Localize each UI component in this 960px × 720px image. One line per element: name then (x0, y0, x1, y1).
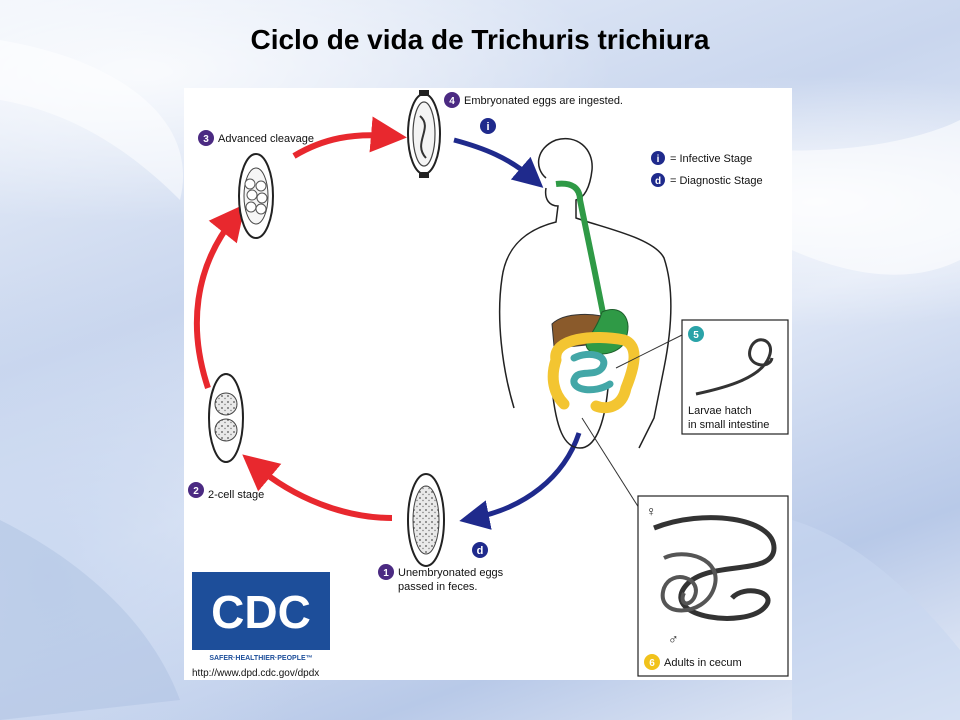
svg-text:2: 2 (193, 486, 199, 497)
svg-text:1: 1 (383, 568, 389, 579)
svg-text:CDC: CDC (211, 586, 311, 638)
cdc-url: http://www.dpd.cdc.gov/dpdx (192, 668, 319, 679)
svg-text:5: 5 (693, 330, 699, 341)
step-5-box: 5 Larvae hatch in small intestine (681, 319, 789, 435)
lifecycle-svg: i = Infective Stage d = Diagnostic Stage… (188, 90, 789, 679)
cdc-logo: CDC SAFER·HEALTHIER·PEOPLE™ http://www.d… (192, 572, 330, 679)
legend: i = Infective Stage d = Diagnostic Stage (651, 151, 763, 187)
arrow-3-to-4 (292, 116, 407, 159)
step-1-label: 1 Unembryonated eggs passed in feces. (378, 564, 504, 593)
legend-diagnostic-label: = Diagnostic Stage (670, 175, 763, 187)
svg-text:Adults in cecum: Adults in cecum (664, 657, 742, 669)
human-figure (498, 137, 672, 449)
esophagus (555, 180, 607, 319)
marker-diagnostic: d (472, 542, 488, 558)
legend-infective-symbol: i (657, 154, 660, 165)
svg-text:d: d (477, 545, 484, 557)
arrow-1-to-2 (242, 454, 393, 521)
svg-text:2-cell stage: 2-cell stage (208, 489, 264, 501)
female-symbol: ♀ (646, 503, 657, 519)
svg-text:SAFER·HEALTHIER·PEOPLE™: SAFER·HEALTHIER·PEOPLE™ (209, 655, 312, 662)
step-3-label: 3 Advanced cleavage (198, 130, 314, 146)
small-intestine (570, 350, 614, 394)
large-intestine (547, 332, 640, 414)
larva (695, 338, 774, 396)
svg-text:in small intestine: in small intestine (688, 419, 769, 431)
slide-title: Ciclo de vida de Trichuris trichiura (250, 24, 710, 55)
svg-text:Unembryonated eggs: Unembryonated eggs (398, 567, 504, 579)
egg-embryonated (407, 90, 441, 178)
egg-2-cell (208, 373, 244, 463)
marker-infective: i (480, 118, 496, 134)
legend-infective-label: = Infective Stage (670, 153, 752, 165)
arrow-excretion (459, 432, 582, 530)
arrow-ingestion (453, 137, 544, 188)
legend-diagnostic-symbol: d (655, 176, 661, 187)
egg-advanced-cleavage (238, 153, 274, 239)
adult-worm-male (660, 552, 718, 613)
adult-worm-female (653, 515, 777, 621)
male-symbol: ♂ (668, 631, 679, 647)
svg-text:Embryonated eggs are ingested.: Embryonated eggs are ingested. (464, 95, 623, 107)
svg-text:passed in feces.: passed in feces. (398, 581, 478, 593)
step-6-box: ♀ ♂ 6 Adults in cecum (637, 495, 789, 677)
svg-text:6: 6 (649, 658, 655, 669)
egg-unembryonated (407, 473, 445, 567)
svg-text:Larvae hatch: Larvae hatch (688, 405, 752, 417)
svg-text:3: 3 (203, 134, 209, 145)
lifecycle-diagram: i = Infective Stage d = Diagnostic Stage… (184, 88, 792, 680)
svg-text:4: 4 (449, 96, 455, 107)
svg-text:i: i (486, 121, 489, 133)
step-2-label: 2 2-cell stage (188, 482, 264, 501)
svg-text:Advanced cleavage: Advanced cleavage (218, 133, 314, 145)
arrow-2-to-3 (193, 203, 246, 389)
step-4-label: 4 Embryonated eggs are ingested. (444, 92, 623, 108)
